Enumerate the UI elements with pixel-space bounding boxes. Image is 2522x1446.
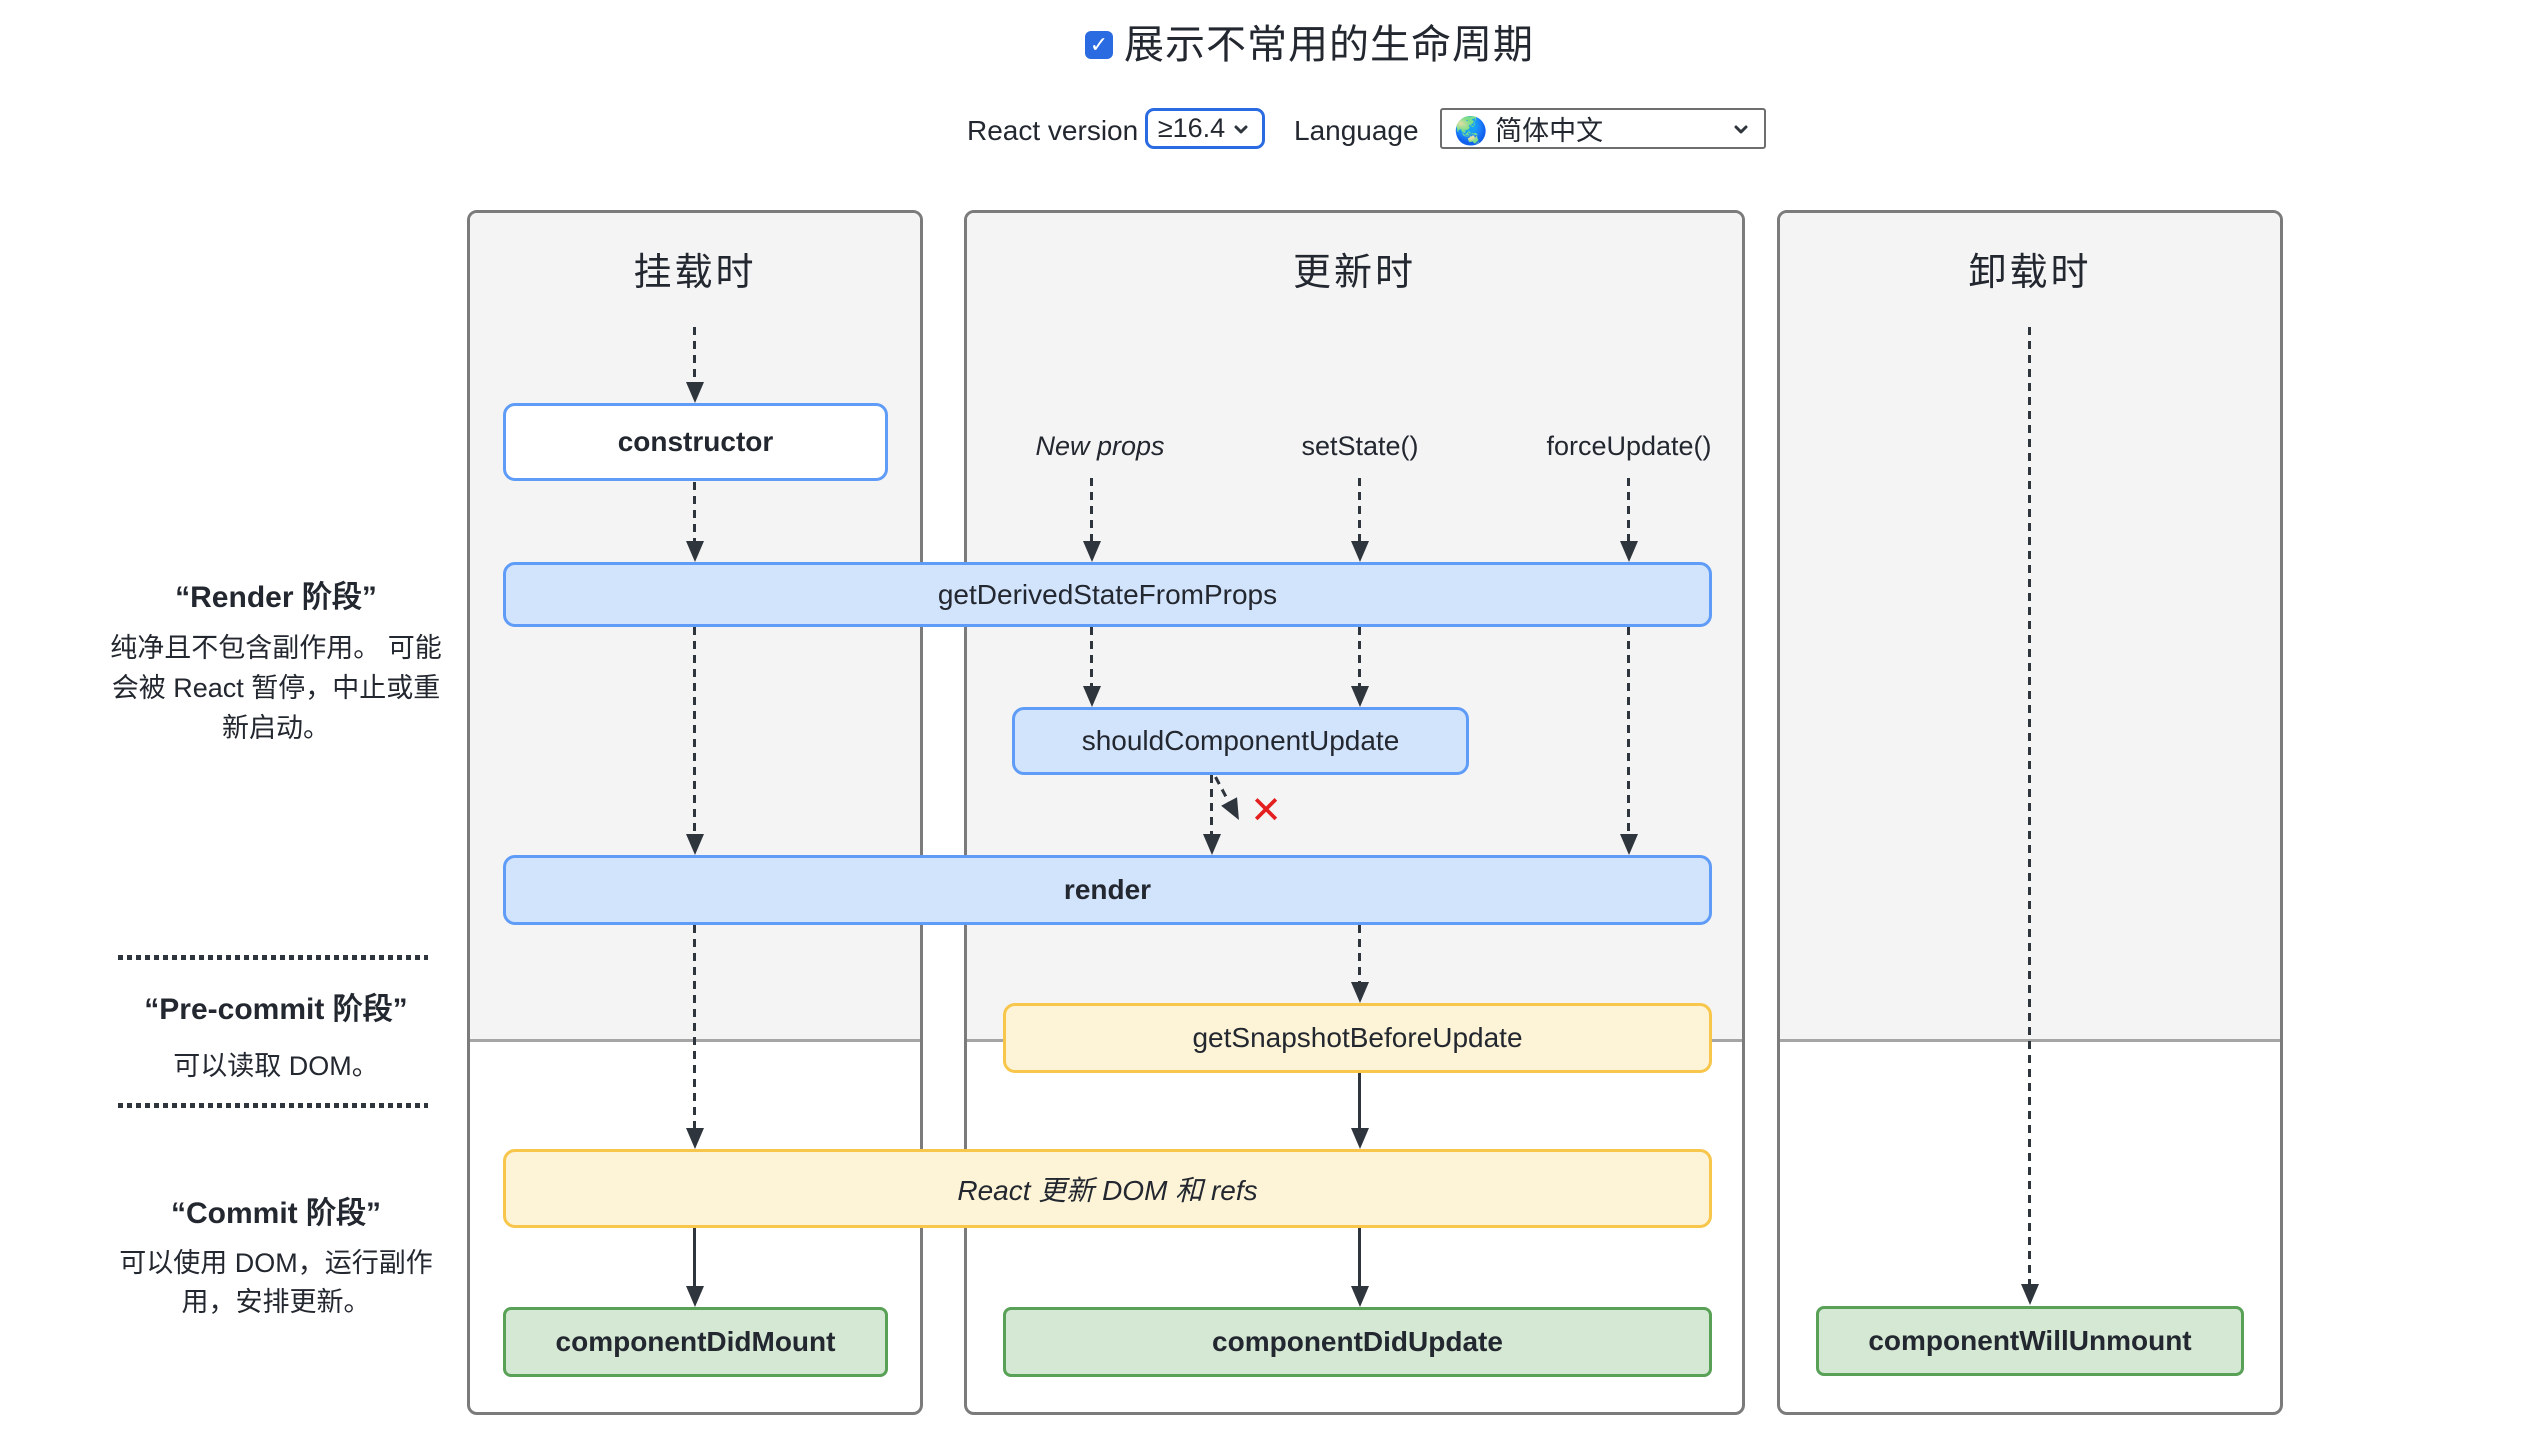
arrowhead [1203, 834, 1221, 855]
node-get-derived-state-from-props[interactable]: getDerivedStateFromProps [503, 562, 1712, 627]
reject-x-icon: ✕ [1250, 790, 1282, 832]
arrowhead [686, 1286, 704, 1307]
arrowhead [1351, 541, 1369, 562]
update-column-title: 更新时 [1292, 252, 1416, 294]
arrowhead [1083, 541, 1101, 562]
arrowhead [686, 541, 704, 562]
commit-phase-description: 可以使用 DOM，运行副作用，安排更新。 [119, 1248, 433, 1317]
flow-line [693, 1228, 696, 1287]
flow-line [1210, 775, 1213, 835]
node-get-snapshot-before-update[interactable]: getSnapshotBeforeUpdate [1003, 1003, 1712, 1073]
flow-line [2028, 327, 2031, 1285]
node-react-updates-dom: React 更新 DOM 和 refs [503, 1149, 1712, 1228]
flow-line [693, 925, 696, 1129]
chevron-down-icon [1234, 125, 1248, 133]
node-should-component-update[interactable]: shouldComponentUpdate [1012, 707, 1469, 775]
flow-line [1358, 627, 1361, 687]
flow-line [1090, 627, 1093, 687]
node-constructor[interactable]: constructor [503, 403, 888, 481]
flow-line [1627, 478, 1630, 544]
language-value: 🌏 简体中文 [1454, 116, 1604, 146]
arrowhead [1083, 686, 1101, 707]
flow-line [1627, 627, 1630, 835]
arrowhead [1620, 834, 1638, 855]
flow-line [1358, 478, 1361, 544]
arrowhead [1351, 1286, 1369, 1307]
pre-commit-phase-title: “Pre-commit 阶段” [144, 993, 408, 1026]
flow-line [693, 627, 696, 835]
language-select[interactable]: 🌏 简体中文 [1440, 108, 1766, 149]
mount-column-title: 挂载时 [633, 252, 757, 294]
trigger-new-props: New props [1035, 431, 1165, 461]
show-uncommon-checkbox[interactable]: ✓ [1085, 31, 1113, 59]
flow-line [1358, 1073, 1361, 1129]
flow-line [1358, 1228, 1361, 1287]
react-version-select[interactable]: ≥16.4 [1145, 108, 1265, 149]
arrowhead [686, 1128, 704, 1149]
flow-line [1090, 478, 1093, 544]
flow-line [693, 482, 696, 544]
render-phase-title: “Render 阶段” [175, 581, 377, 614]
node-component-did-update[interactable]: componentDidUpdate [1003, 1307, 1712, 1377]
unmount-column-title: 卸载时 [1968, 252, 2092, 294]
arrowhead [686, 834, 704, 855]
react-version-label: React version [967, 115, 1139, 146]
arrowhead [686, 382, 704, 403]
language-label: Language [1294, 115, 1419, 146]
pre-commit-phase-description: 可以读取 DOM。 [173, 1051, 379, 1081]
arrowhead [1351, 686, 1369, 707]
flow-line [693, 327, 696, 384]
arrowhead [1351, 982, 1369, 1003]
node-component-did-mount[interactable]: componentDidMount [503, 1307, 888, 1377]
arrowhead [2021, 1284, 2039, 1305]
show-uncommon-toggle[interactable]: ✓ 展示不常用的生命周期 [1085, 16, 1534, 74]
node-render[interactable]: render [503, 855, 1712, 925]
phase-separator [118, 955, 428, 960]
render-phase-description: 纯净且不包含副作用。 可能会被 React 暂停，中止或重新启动。 [110, 633, 442, 743]
arrowhead [1351, 1128, 1369, 1149]
commit-phase-title: “Commit 阶段” [171, 1197, 381, 1230]
phase-separator [118, 1103, 428, 1108]
arrowhead [1620, 541, 1638, 562]
trigger-set-state[interactable]: setState() [1301, 431, 1419, 461]
flow-line [1358, 925, 1361, 983]
react-version-value: ≥16.4 [1157, 113, 1226, 143]
node-component-will-unmount[interactable]: componentWillUnmount [1816, 1306, 2244, 1376]
trigger-force-update[interactable]: forceUpdate() [1546, 431, 1712, 461]
checkmark-icon: ✓ [1089, 32, 1109, 57]
chevron-down-icon [1734, 125, 1748, 133]
page-title[interactable]: 展示不常用的生命周期 [1124, 23, 1534, 67]
